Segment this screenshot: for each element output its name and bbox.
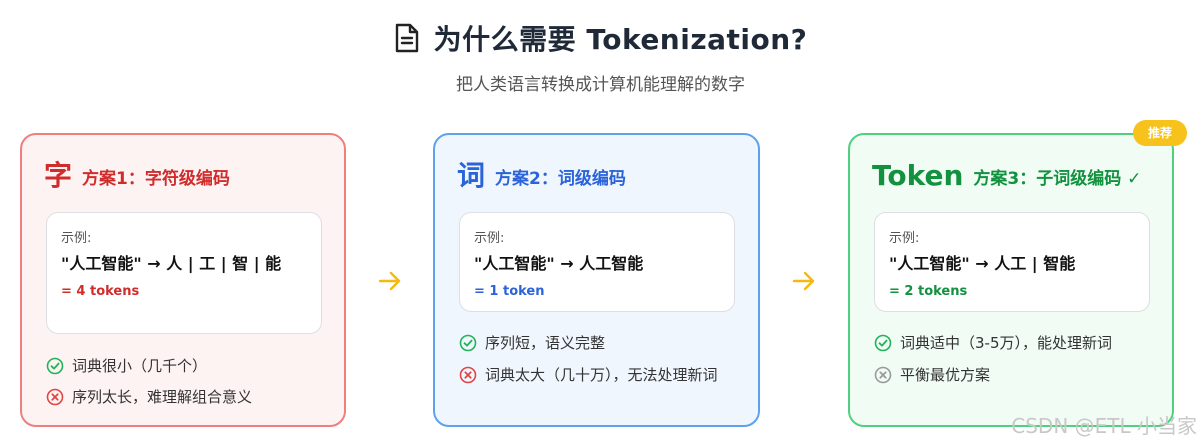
check-icon: [459, 334, 477, 352]
x-icon: [459, 366, 477, 384]
card-big-label: 字: [44, 159, 73, 192]
point-text: 词典太大（几十万），无法处理新词: [485, 366, 718, 384]
example-label: 示例:: [889, 231, 920, 246]
title-row: 为什么需要 Tokenization?: [0, 18, 1201, 58]
arrow-right-icon: [792, 270, 816, 296]
example-box: 示例: "人工智能" → 人工智能 = 1 token: [459, 212, 735, 312]
point-text: 平衡最优方案: [900, 366, 991, 384]
point-text: 词典适中（3-5万），能处理新词: [900, 334, 1113, 352]
card-plan-title: 方案3：子词级编码 ✓: [973, 168, 1142, 189]
pro-point: 词典很小（几千个）: [46, 355, 207, 376]
point-text: 序列太长，难理解组合意义: [72, 388, 253, 406]
watermark: CSDN @ETL 小当家: [1011, 414, 1197, 438]
point-text: 词典很小（几千个）: [72, 357, 208, 375]
example-label: 示例:: [61, 231, 92, 246]
con-point: 序列太长，难理解组合意义: [46, 386, 252, 407]
card-plan-title: 方案2：词级编码: [495, 168, 626, 189]
check-icon: [46, 357, 64, 375]
card-header: 词 方案2：词级编码: [457, 159, 626, 193]
card-header: Token 方案3：子词级编码 ✓: [872, 159, 1141, 193]
pro-point: 序列短，语义完整: [459, 332, 605, 353]
card-big-label: Token: [872, 159, 964, 192]
example-label: 示例:: [474, 231, 505, 246]
example-box: 示例: "人工智能" → 人 | 工 | 智 | 能 = 4 tokens: [46, 212, 322, 334]
card-plan-title: 方案1：字符级编码: [82, 168, 230, 189]
card-header: 字 方案1：字符级编码: [44, 159, 230, 193]
point-text: 序列短，语义完整: [485, 334, 606, 352]
document-icon: [394, 23, 420, 53]
example-box: 示例: "人工智能" → 人工 | 智能 = 2 tokens: [874, 212, 1150, 312]
recommended-badge: 推荐: [1133, 120, 1187, 146]
page-subtitle: 把人类语言转换成计算机能理解的数字: [456, 75, 745, 95]
example-text: "人工智能" → 人工智能: [474, 254, 644, 273]
neutral-point: 平衡最优方案: [874, 364, 990, 385]
card-big-label: 词: [457, 159, 486, 192]
token-count: = 2 tokens: [889, 284, 968, 299]
example-text: "人工智能" → 人 | 工 | 智 | 能: [61, 254, 282, 273]
card-char-level: 字 方案1：字符级编码 示例: "人工智能" → 人 | 工 | 智 | 能 =…: [20, 133, 346, 427]
page-title: 为什么需要 Tokenization?: [433, 23, 808, 56]
check-icon: [874, 334, 892, 352]
card-subword-level: Token 方案3：子词级编码 ✓ 示例: "人工智能" → 人工 | 智能 =…: [848, 133, 1174, 427]
pro-point: 词典适中（3-5万），能处理新词: [874, 332, 1112, 353]
example-text: "人工智能" → 人工 | 智能: [889, 254, 1076, 273]
token-count: = 4 tokens: [61, 284, 140, 299]
x-icon: [46, 388, 64, 406]
arrow-right-icon: [378, 270, 402, 296]
con-point: 词典太大（几十万），无法处理新词: [459, 364, 718, 385]
token-count: = 1 token: [474, 284, 545, 299]
neutral-x-icon: [874, 366, 892, 384]
card-word-level: 词 方案2：词级编码 示例: "人工智能" → 人工智能 = 1 token 序…: [433, 133, 760, 427]
